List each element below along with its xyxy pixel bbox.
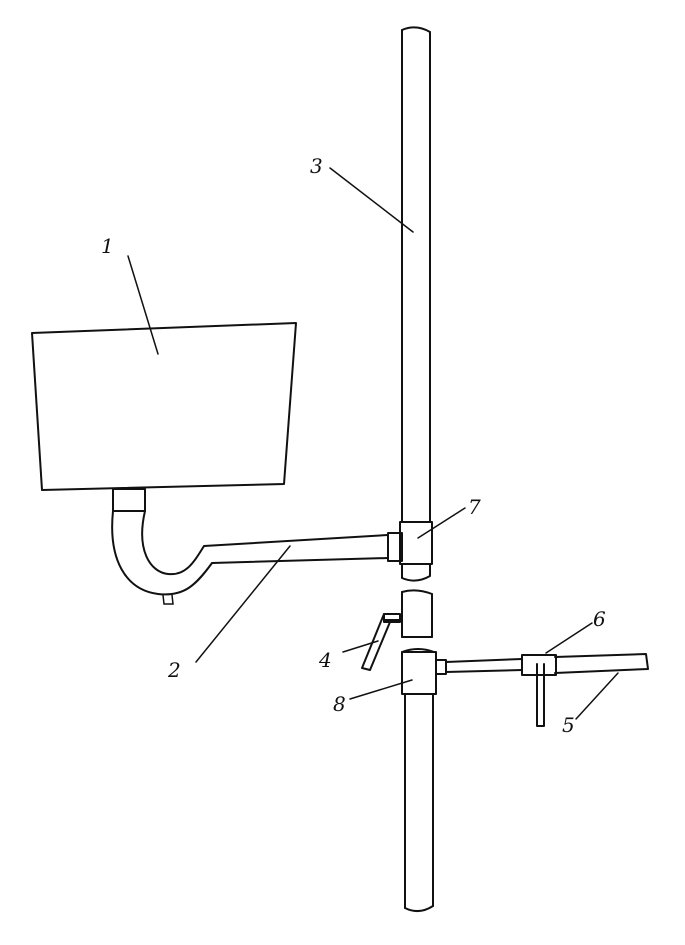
branch-pipe <box>445 653 649 674</box>
label-1: 1 <box>101 234 114 258</box>
label-6: 6 <box>593 607 606 631</box>
label-5: 5 <box>562 713 575 737</box>
label-8: 8 <box>333 692 346 716</box>
leader-5 <box>575 672 619 720</box>
lower-tee <box>401 648 447 695</box>
leader-6 <box>545 622 593 654</box>
branch-valve <box>521 654 557 727</box>
tank-outlet-fitting <box>112 488 146 512</box>
leader-8 <box>349 679 413 700</box>
connecting-pipe <box>111 510 389 605</box>
vertical-pipe-upper <box>401 26 431 523</box>
leader-lines <box>127 167 619 720</box>
valve-handle <box>361 613 401 671</box>
leader-3 <box>329 167 414 233</box>
leader-7 <box>417 507 466 539</box>
tank <box>31 322 297 491</box>
label-4: 4 <box>318 648 332 672</box>
leader-4 <box>342 640 379 653</box>
leader-2 <box>195 545 291 663</box>
label-2: 2 <box>167 658 181 682</box>
leader-1 <box>127 255 159 355</box>
label-3: 3 <box>310 154 323 178</box>
vertical-pipe-lower <box>404 693 434 912</box>
label-7: 7 <box>468 495 481 519</box>
upper-tee <box>387 521 433 582</box>
